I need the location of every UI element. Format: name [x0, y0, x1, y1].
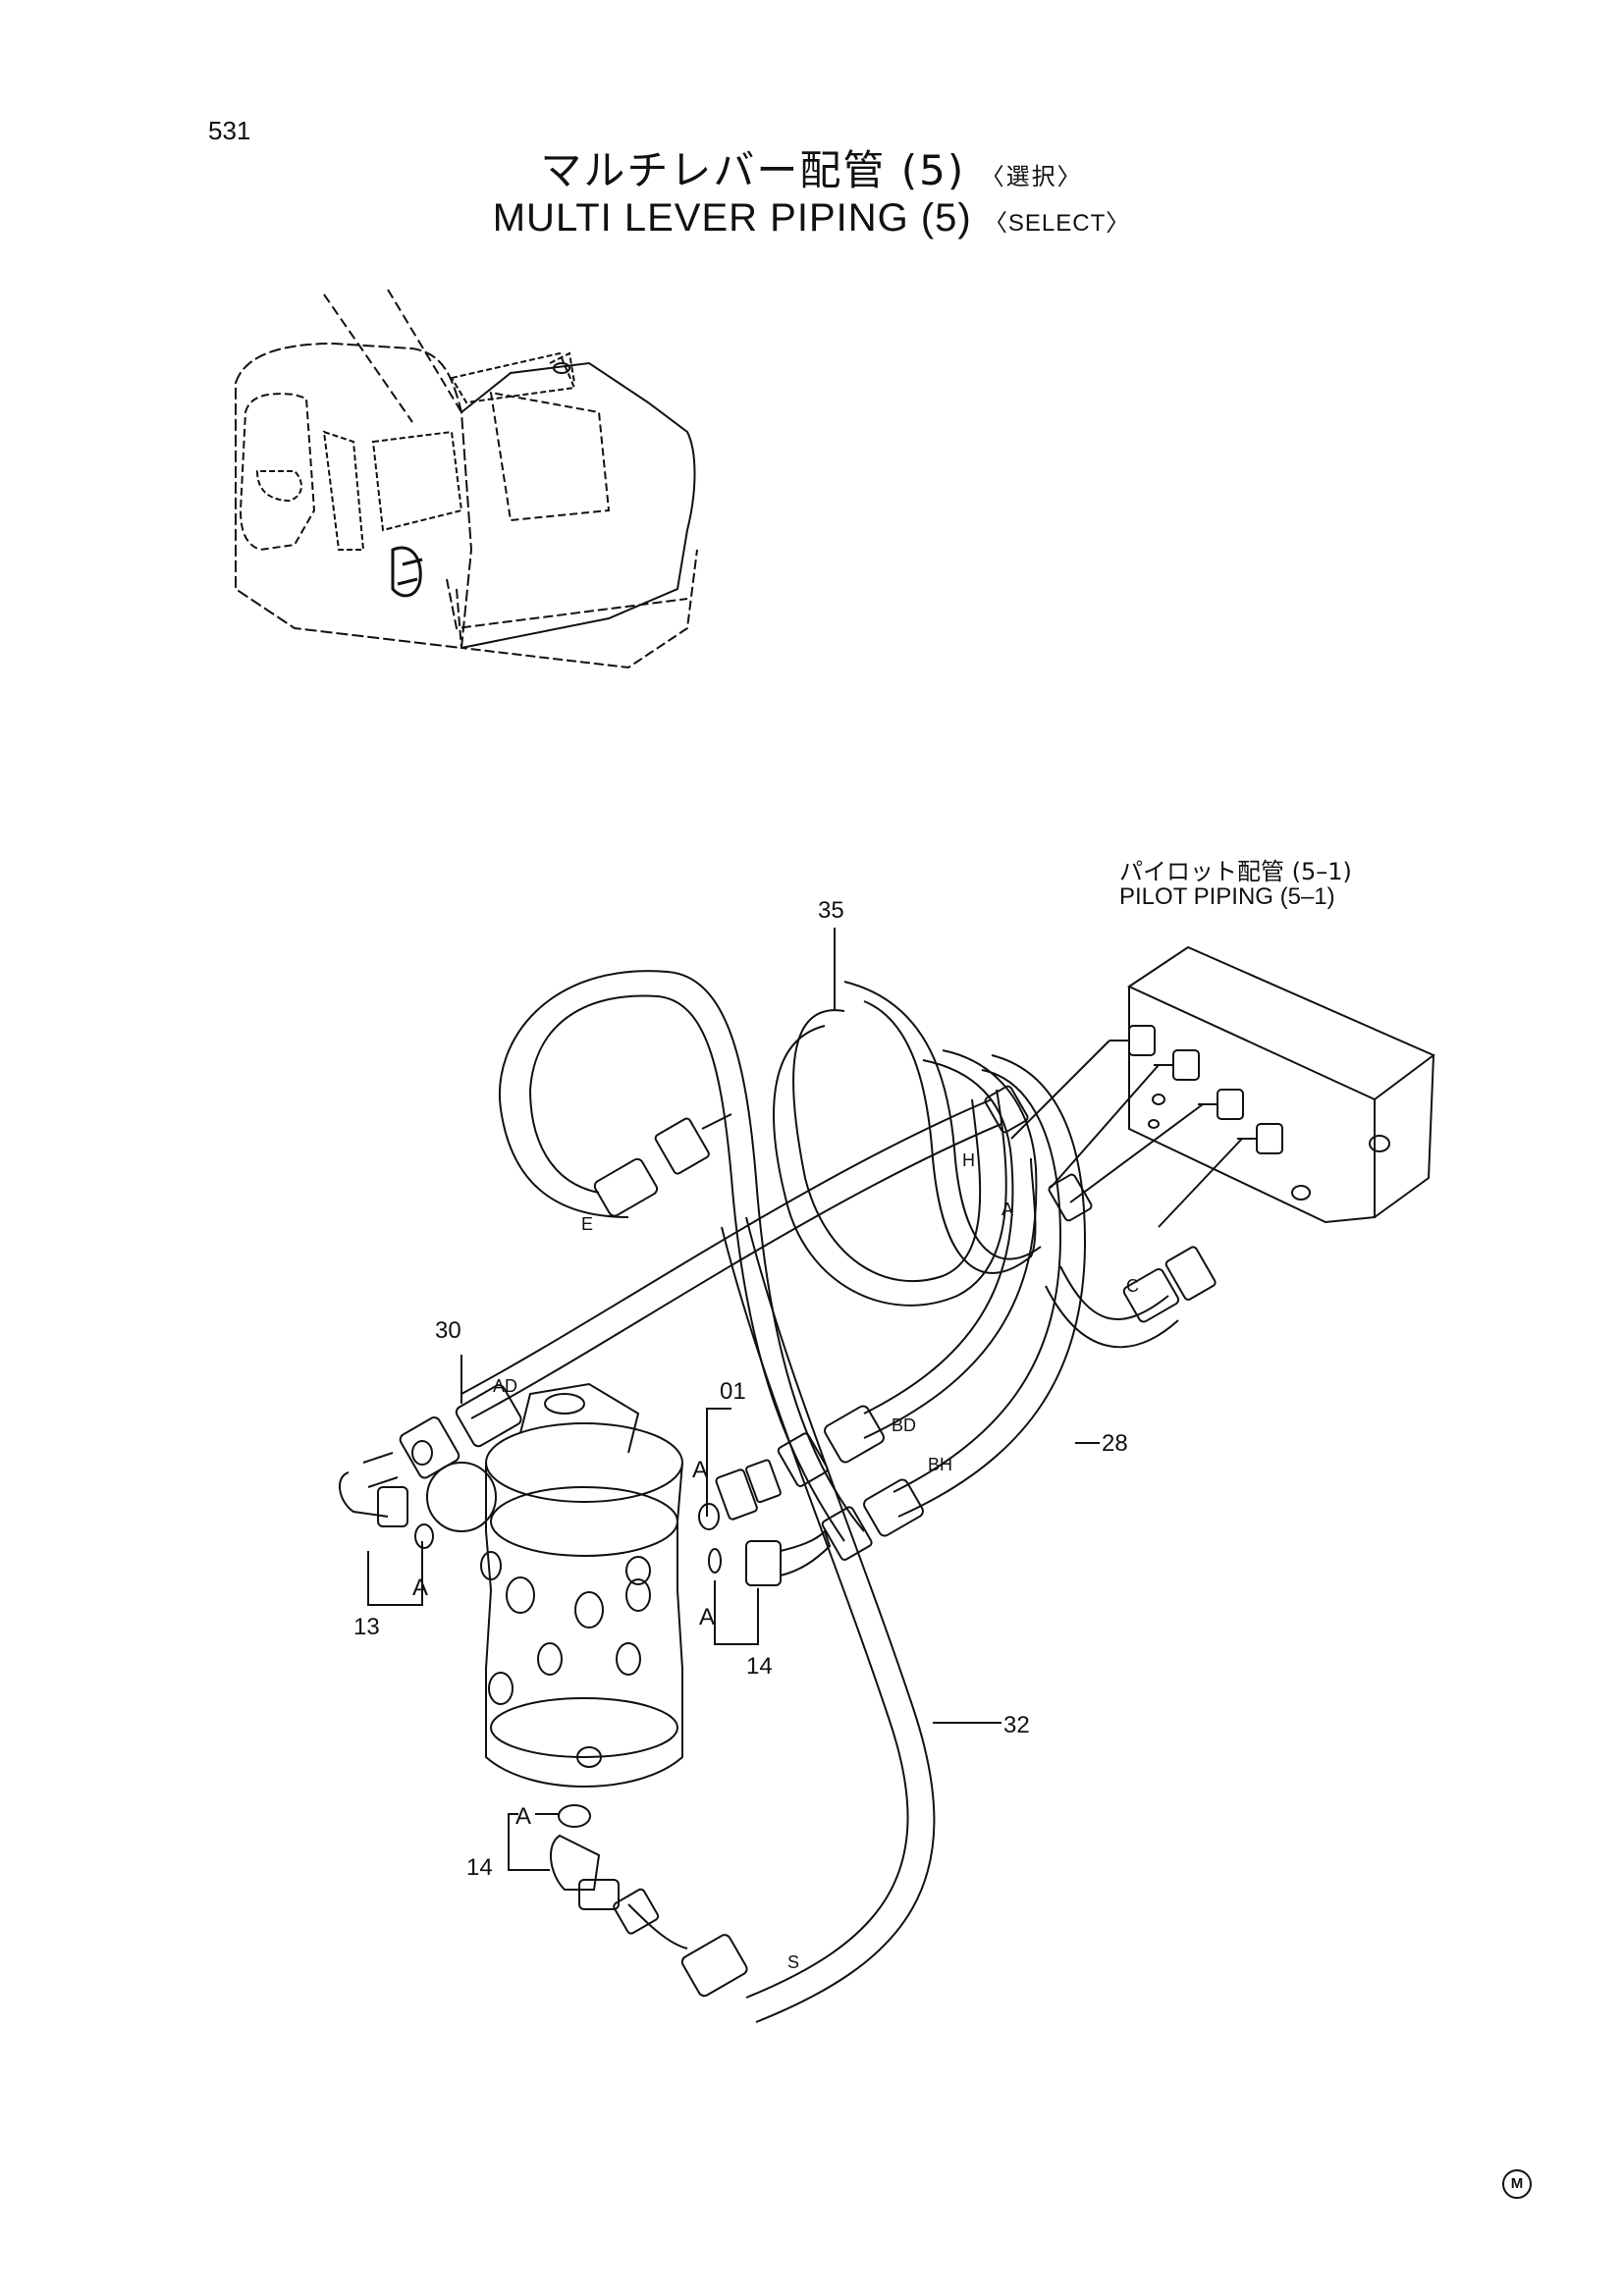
hose-label-s: S: [787, 1952, 799, 1972]
part-number-28: 28: [1102, 1430, 1128, 1457]
title-english: MULTI LEVER PIPING (5) 〈SELECT〉: [0, 196, 1623, 240]
hose-35: [498, 970, 1042, 1542]
part-number-14-bottom: 14: [466, 1854, 493, 1881]
hose-end-c: [1122, 1246, 1217, 1323]
hose-group-28: [460, 1049, 1179, 1518]
part-number-35: 35: [818, 897, 844, 924]
reference-japanese: パイロット配管 (5–1): [1119, 858, 1352, 885]
page-number: 531: [208, 116, 251, 145]
part-number-13: 13: [353, 1614, 380, 1640]
hose-end-h: [984, 1085, 1093, 1222]
elbow-13: [339, 1452, 434, 1549]
fitting-bd-bh: [777, 1405, 924, 1561]
hose-32: [721, 1216, 936, 2023]
pilot-valve-block: [1126, 945, 1435, 1224]
title-japanese: マルチレバー配管 (5) 〈選択〉: [0, 137, 1623, 197]
part-number-30: 30: [435, 1317, 461, 1344]
hose-label-h: H: [962, 1150, 975, 1170]
callout-a-01: A: [692, 1457, 708, 1483]
hose-end-e: [593, 1113, 732, 1217]
title-japanese-main: マルチレバー配管 (5): [540, 146, 966, 194]
hose-label-c: C: [1126, 1276, 1139, 1296]
manufacturer-mark: M: [1502, 2169, 1532, 2199]
callout-a-14-bottom: A: [515, 1803, 531, 1830]
fitting-01: [698, 1459, 782, 1530]
hose-label-a: A: [1001, 1200, 1013, 1219]
part-number-14-right: 14: [746, 1653, 773, 1680]
block-fittings: [1010, 1025, 1283, 1228]
hose-label-e: E: [581, 1214, 593, 1234]
title-japanese-sub: 〈選択〉: [980, 163, 1083, 190]
hose-label-bd: BD: [892, 1415, 916, 1435]
leader-lines: [367, 928, 1100, 1871]
hose-label-bh: BH: [928, 1455, 952, 1474]
callout-a-14-right: A: [699, 1604, 715, 1630]
title-english-main: MULTI LEVER PIPING (5): [492, 196, 972, 240]
elbow-14-right: [708, 1529, 832, 1586]
reference-english: PILOT PIPING (5–1): [1119, 883, 1335, 910]
title-english-sub: 〈SELECT〉: [983, 210, 1131, 237]
part-number-32: 32: [1003, 1712, 1030, 1738]
hose-label-ad: AD: [493, 1376, 517, 1396]
part-number-01: 01: [720, 1378, 746, 1405]
callout-a-13: A: [412, 1575, 428, 1601]
hose-end-s: [613, 1888, 748, 1998]
selector-valve-body: [426, 1382, 683, 1788]
elbow-14-bottom: [549, 1804, 620, 1910]
excavator-overview-illustration: [235, 289, 698, 669]
